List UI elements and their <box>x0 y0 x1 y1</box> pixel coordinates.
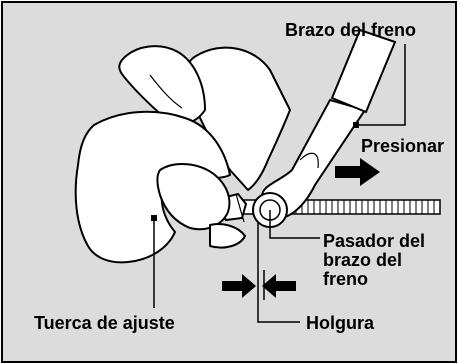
brake-arm-label: Brazo del freno <box>285 20 417 40</box>
free-play-label: Holgura <box>306 313 375 333</box>
brake-arm-pin-label: Pasador del brazo del freno <box>323 231 426 289</box>
push-label: Presionar <box>361 136 445 156</box>
adjusting-nut-label: Tuerca de ajuste <box>34 313 175 333</box>
free-play-arrow-right <box>262 274 296 298</box>
leader-free-play <box>257 222 300 323</box>
leader-lines <box>153 44 406 323</box>
leader-dot-adjusting-nut <box>151 215 157 221</box>
free-play-arrow-left <box>222 274 256 298</box>
hand <box>74 45 291 264</box>
leader-brake-arm-pin <box>269 210 320 239</box>
leader-dot-brake-arm <box>353 122 359 128</box>
brake-arm <box>260 28 397 220</box>
push-arrow <box>335 158 380 186</box>
leader-brake-arm <box>356 44 406 126</box>
